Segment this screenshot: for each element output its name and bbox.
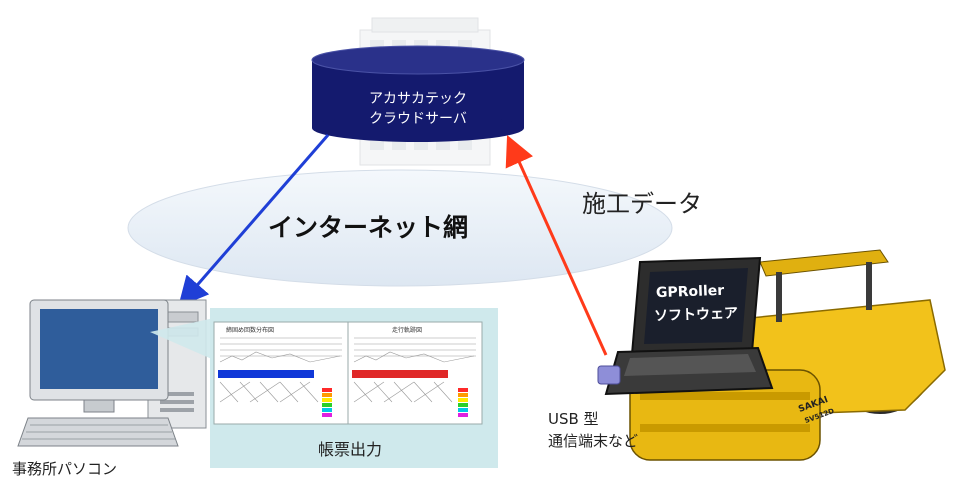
office-pc-icon xyxy=(18,300,214,446)
server-label-line1: アカサカテック xyxy=(356,88,480,108)
laptop-screen-line1: GPRoller xyxy=(656,283,725,301)
server-label-line2: クラウドサーバ xyxy=(356,108,480,128)
office-pc-label: 事務所パソコン xyxy=(12,458,117,479)
report-label: 帳票出力 xyxy=(318,436,382,460)
rugged-laptop-icon xyxy=(598,258,772,394)
report-page2-title: 走行軌跡図 xyxy=(392,325,422,334)
report-page1-title: 締固め回数分布図 xyxy=(226,325,274,334)
usb-label-line1: USB 型 xyxy=(548,408,599,429)
network-label: インターネット網 xyxy=(268,208,468,244)
laptop-screen-line2: ソフトウェア xyxy=(654,303,739,326)
usb-label-line2: 通信端末など xyxy=(548,430,638,451)
data-label: 施工データ xyxy=(582,184,702,219)
